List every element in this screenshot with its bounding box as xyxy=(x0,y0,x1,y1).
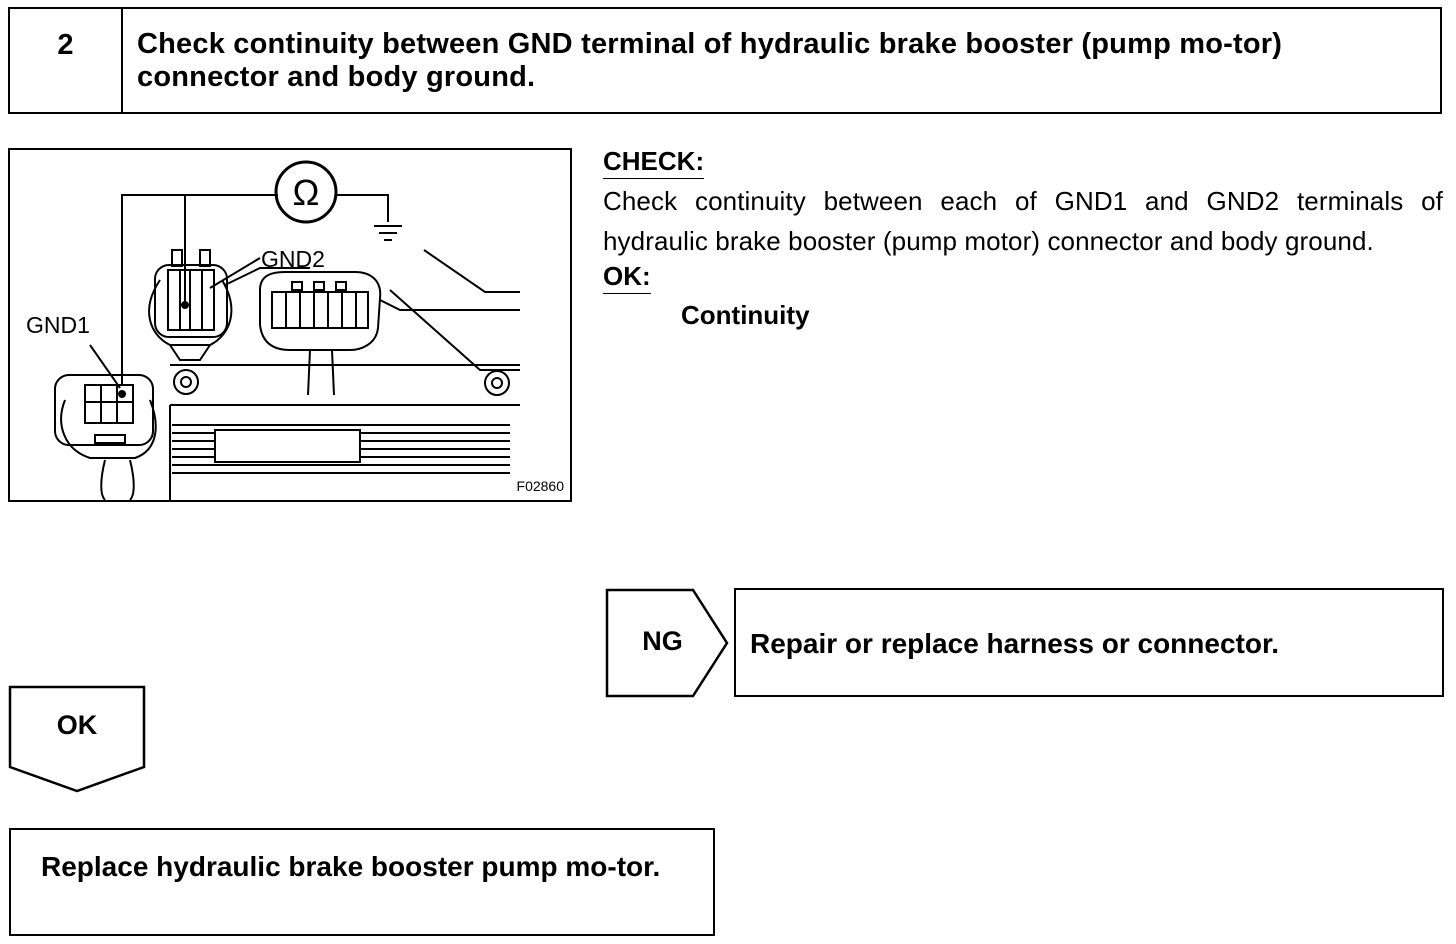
step-number: 2 xyxy=(57,29,74,61)
check-instructions: Check continuity between each of GND1 an… xyxy=(603,186,1443,256)
ok-action-box: Replace hydraulic brake booster pump mo-… xyxy=(9,828,715,936)
check-heading: CHECK: xyxy=(603,146,705,179)
ohmmeter-icon xyxy=(274,160,338,224)
main-connector-icon xyxy=(259,271,510,396)
ok-criteria: Continuity xyxy=(681,300,810,330)
ng-action-text: Repair or replace harness or connector. xyxy=(750,628,1280,659)
gnd2-connector-icon xyxy=(148,249,233,395)
connector-diagram: Ω xyxy=(54,160,520,500)
gnd1-probe-wire xyxy=(121,194,278,385)
gnd1-leader xyxy=(89,344,121,389)
check-section: CHECK: Check continuity between each of … xyxy=(603,146,1443,331)
step-number-cell: 2 xyxy=(10,9,123,112)
ok-branch-tag: OK xyxy=(8,685,148,795)
figure-code: F02860 xyxy=(516,478,564,494)
wiring-figure: Ω GND2 GND1 F02860 xyxy=(8,148,572,502)
step-header: 2 Check continuity between GND terminal … xyxy=(8,7,1442,114)
gnd1-label: GND1 xyxy=(26,312,90,338)
down-arrow-tag-icon xyxy=(8,685,146,793)
ok-action-text: Replace hydraulic brake booster pump mo-… xyxy=(41,851,661,882)
ng-action-box: Repair or replace harness or connector. xyxy=(734,588,1444,697)
ng-label: NG xyxy=(642,626,683,656)
ground-wire xyxy=(335,194,389,222)
ground-symbol-icon xyxy=(374,225,402,241)
ok-heading: OK: xyxy=(603,261,651,294)
gnd2-label: GND2 xyxy=(261,246,325,272)
right-arrow-tag-icon xyxy=(605,588,729,698)
ng-branch-tag: NG xyxy=(605,588,730,698)
gnd2-leader xyxy=(209,257,261,289)
gnd1-connector-icon xyxy=(54,374,157,500)
ok-label: OK xyxy=(56,710,98,740)
ohm-symbol: Ω xyxy=(293,172,320,213)
step-title: Check continuity between GND terminal of… xyxy=(137,28,1283,93)
